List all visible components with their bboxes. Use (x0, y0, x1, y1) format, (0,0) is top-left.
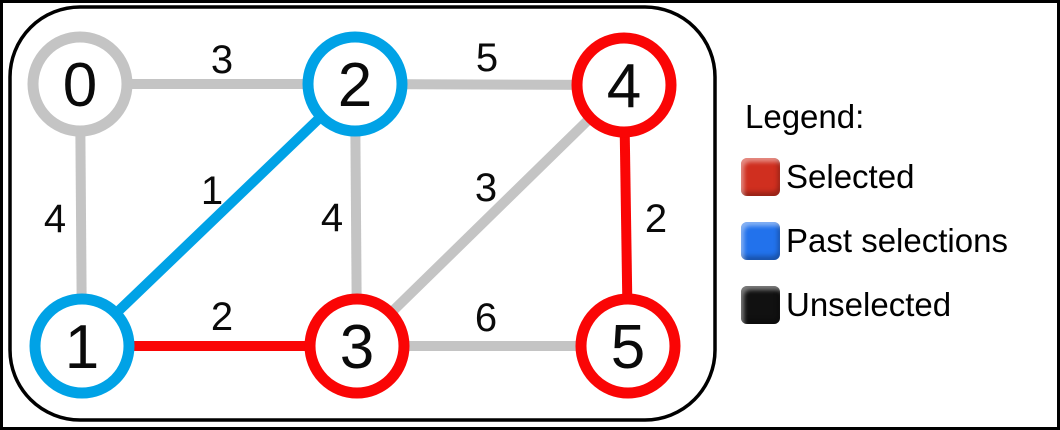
edge-weight-0-1: 4 (44, 197, 66, 241)
graph-node-1 (29, 293, 135, 399)
graph-node-label-4: 4 (607, 52, 641, 121)
edge-labels-layer: 3 5 4 1 4 3 2 2 6 (44, 36, 667, 340)
past-selections-swatch-icon (741, 222, 780, 260)
graph-node-3 (304, 293, 410, 399)
edge-weight-0-2: 3 (211, 38, 233, 82)
legend-label-past-selections: Past selections (786, 222, 1008, 259)
legend: Legend: Selected Past selections Unselec… (741, 98, 1008, 350)
graph-node-5 (575, 293, 681, 399)
nodes-layer: 0 1 2 3 4 5 (27, 31, 681, 399)
edge-weight-1-3: 2 (211, 295, 233, 339)
edge-weight-3-4: 3 (475, 166, 497, 210)
legend-row-past-selections: Past selections (741, 222, 1008, 260)
edge-weight-2-4: 5 (476, 36, 498, 80)
graph-node-label-2: 2 (338, 51, 372, 120)
graph-node-0 (27, 31, 133, 137)
legend-row-unselected: Unselected (741, 286, 1008, 324)
unselected-swatch-icon (741, 286, 780, 324)
graph-node-label-1: 1 (65, 313, 99, 382)
edge-weight-1-2: 1 (201, 169, 223, 213)
legend-label-unselected: Unselected (786, 286, 952, 323)
graph-edge-1-2 (78, 80, 359, 350)
graph-node-label-5: 5 (611, 313, 645, 382)
edge-weight-4-5: 2 (645, 197, 667, 241)
selected-swatch-icon (741, 158, 780, 196)
graph-node-4 (571, 32, 677, 138)
legend-label-selected: Selected (786, 158, 915, 195)
graph-edge-3-4 (353, 81, 628, 350)
graph-node-label-0: 0 (63, 51, 97, 120)
graph-border (8, 5, 717, 422)
legend-row-selected: Selected (741, 158, 1008, 196)
edge-weight-3-5: 6 (475, 296, 497, 340)
graph-node-2 (302, 31, 408, 137)
legend-title: Legend: (745, 98, 865, 135)
edge-weight-2-3: 4 (321, 196, 343, 240)
graph-node-label-3: 3 (340, 313, 374, 382)
